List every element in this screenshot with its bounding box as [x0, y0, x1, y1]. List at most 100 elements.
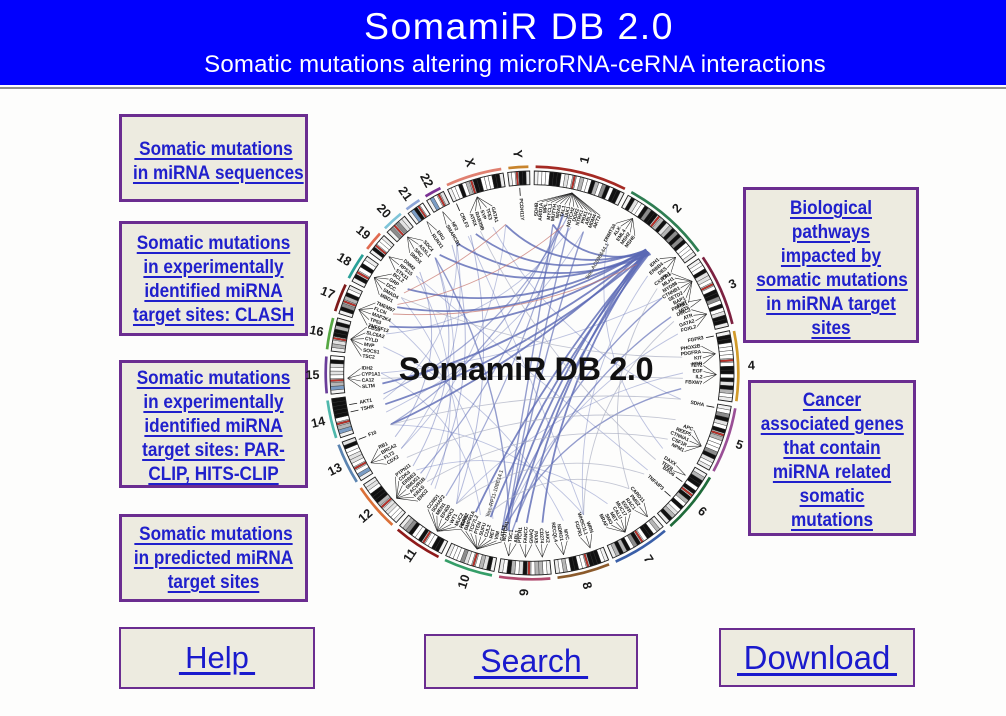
svg-text:1: 1	[577, 155, 592, 165]
svg-text:VIM: VIM	[494, 531, 502, 541]
svg-text:SLTM: SLTM	[362, 383, 375, 390]
svg-text:TSC2: TSC2	[362, 354, 375, 361]
svg-text:MBD1: MBD1	[379, 293, 394, 305]
svg-text:TSHR: TSHR	[360, 404, 375, 413]
svg-text:JAK1: JAK1	[563, 206, 572, 220]
svg-text:GATA2: GATA2	[679, 318, 696, 329]
svg-text:TNFAIP3: TNFAIP3	[646, 474, 665, 492]
svg-text:4: 4	[748, 358, 755, 372]
svg-text:AKT3: AKT3	[592, 215, 603, 229]
svg-text:21: 21	[395, 184, 415, 204]
svg-text:20: 20	[374, 201, 394, 221]
svg-text:HRAS: HRAS	[459, 514, 470, 530]
svg-text:PBX1: PBX1	[580, 210, 590, 224]
svg-text:9: 9	[517, 589, 531, 597]
svg-text:CYP1A1: CYP1A1	[361, 372, 380, 378]
svg-text:WT1: WT1	[449, 513, 459, 525]
svg-text:EGF: EGF	[692, 368, 702, 374]
svg-text:VIL1: VIL1	[660, 271, 672, 282]
svg-text:FANCC: FANCC	[523, 526, 530, 543]
svg-text:RECQL4: RECQL4	[550, 522, 559, 543]
svg-text:SLC6A2: SLC6A2	[366, 330, 386, 340]
svg-text:SOCS1: SOCS1	[363, 348, 380, 356]
svg-text:17: 17	[319, 284, 337, 302]
svg-text:NOTCH1: NOTCH1	[502, 521, 511, 542]
svg-text:CRLF2: CRLF2	[458, 212, 470, 229]
svg-text:NF2: NF2	[449, 221, 459, 232]
svg-text:15: 15	[305, 368, 319, 382]
svg-text:5: 5	[734, 437, 745, 453]
svg-text:NPM1: NPM1	[670, 442, 685, 454]
svg-text:GNAQ: GNAQ	[529, 529, 535, 544]
svg-text:ATR: ATR	[683, 313, 695, 322]
svg-text:PHOX2B: PHOX2B	[680, 343, 701, 352]
svg-text:NTRK1: NTRK1	[575, 209, 586, 227]
svg-text:2: 2	[669, 201, 684, 216]
svg-text:DDR2: DDR2	[572, 208, 581, 223]
svg-text:Y: Y	[510, 149, 525, 159]
svg-text:BAP1: BAP1	[672, 295, 687, 306]
svg-text:CUL2: CUL2	[483, 524, 492, 538]
svg-text:RB1: RB1	[378, 441, 390, 451]
svg-text:CYLD: CYLD	[364, 336, 379, 345]
svg-text:MPL: MPL	[542, 203, 549, 214]
svg-text:PAX5: PAX5	[532, 531, 538, 544]
svg-text:TSC1: TSC1	[507, 529, 515, 542]
svg-text:WRN: WRN	[585, 521, 595, 534]
svg-text:F10: F10	[368, 430, 378, 439]
svg-text:22: 22	[417, 171, 436, 190]
svg-text:TFE3: TFE3	[484, 208, 493, 221]
svg-text:DES: DES	[657, 266, 669, 277]
svg-text:SRC: SRC	[412, 247, 424, 259]
svg-text:FLCN: FLCN	[373, 306, 388, 317]
svg-text:FGFR1: FGFR1	[573, 520, 583, 537]
svg-text:FHIT: FHIT	[676, 300, 688, 310]
svg-text:GATA3: GATA3	[499, 525, 508, 542]
svg-text:DIRC2: DIRC2	[676, 307, 692, 318]
svg-text:MITF: MITF	[678, 305, 691, 315]
svg-text:DCC: DCC	[385, 282, 398, 293]
svg-text:FGFR3: FGFR3	[687, 335, 704, 344]
svg-text:11: 11	[400, 546, 419, 565]
svg-text:KIT: KIT	[694, 355, 702, 362]
svg-text:12: 12	[356, 506, 376, 526]
svg-text:REEP5: REEP5	[675, 427, 692, 439]
svg-text:ABL2: ABL2	[584, 212, 594, 226]
svg-text:FLT3: FLT3	[383, 450, 396, 461]
svg-text:3: 3	[727, 276, 739, 292]
svg-text:SMO: SMO	[603, 513, 614, 526]
svg-text:16: 16	[308, 323, 324, 339]
svg-text:BRAF: BRAF	[597, 513, 608, 528]
svg-text:MYC: MYC	[562, 529, 570, 541]
svg-text:MYCL1: MYCL1	[546, 203, 554, 220]
svg-text:GRP: GRP	[388, 277, 401, 288]
svg-text:GATA1: GATA1	[490, 206, 500, 223]
svg-text:SUFU: SUFU	[478, 522, 488, 537]
svg-text:MET: MET	[608, 511, 618, 523]
svg-text:14: 14	[310, 414, 327, 431]
svg-text:MUTYH: MUTYH	[550, 203, 558, 221]
svg-text:10: 10	[455, 573, 473, 591]
svg-text:FOXL2: FOXL2	[680, 324, 697, 334]
svg-text:PTCH1: PTCH1	[517, 527, 524, 544]
svg-text:PTEN: PTEN	[473, 520, 483, 535]
svg-text:linc-RP11-108E14.1: linc-RP11-108E14.1	[485, 469, 505, 517]
svg-text:7: 7	[641, 552, 657, 565]
svg-text:ALK: ALK	[613, 225, 624, 237]
svg-text:PDGFRA: PDGFRA	[681, 349, 703, 358]
svg-text:TET2: TET2	[690, 363, 702, 370]
svg-text:ARID1A: ARID1A	[538, 202, 545, 221]
svg-text:ABL1: ABL1	[513, 530, 520, 543]
svg-text:TP53: TP53	[369, 317, 382, 326]
svg-text:18: 18	[335, 250, 354, 269]
svg-text:NOTCH2: NOTCH2	[566, 207, 577, 228]
svg-text:CD274: CD274	[538, 528, 545, 544]
svg-text:13: 13	[326, 460, 345, 479]
svg-text:CES3: CES3	[367, 324, 381, 333]
svg-text:PCDH11Y: PCDH11Y	[517, 198, 524, 221]
svg-text:TAL1: TAL1	[559, 205, 567, 218]
svg-text:RET: RET	[489, 528, 497, 539]
svg-text:CA12: CA12	[362, 377, 375, 384]
svg-text:ATRX: ATRX	[468, 213, 479, 228]
svg-text:SDHB: SDHB	[534, 202, 540, 216]
